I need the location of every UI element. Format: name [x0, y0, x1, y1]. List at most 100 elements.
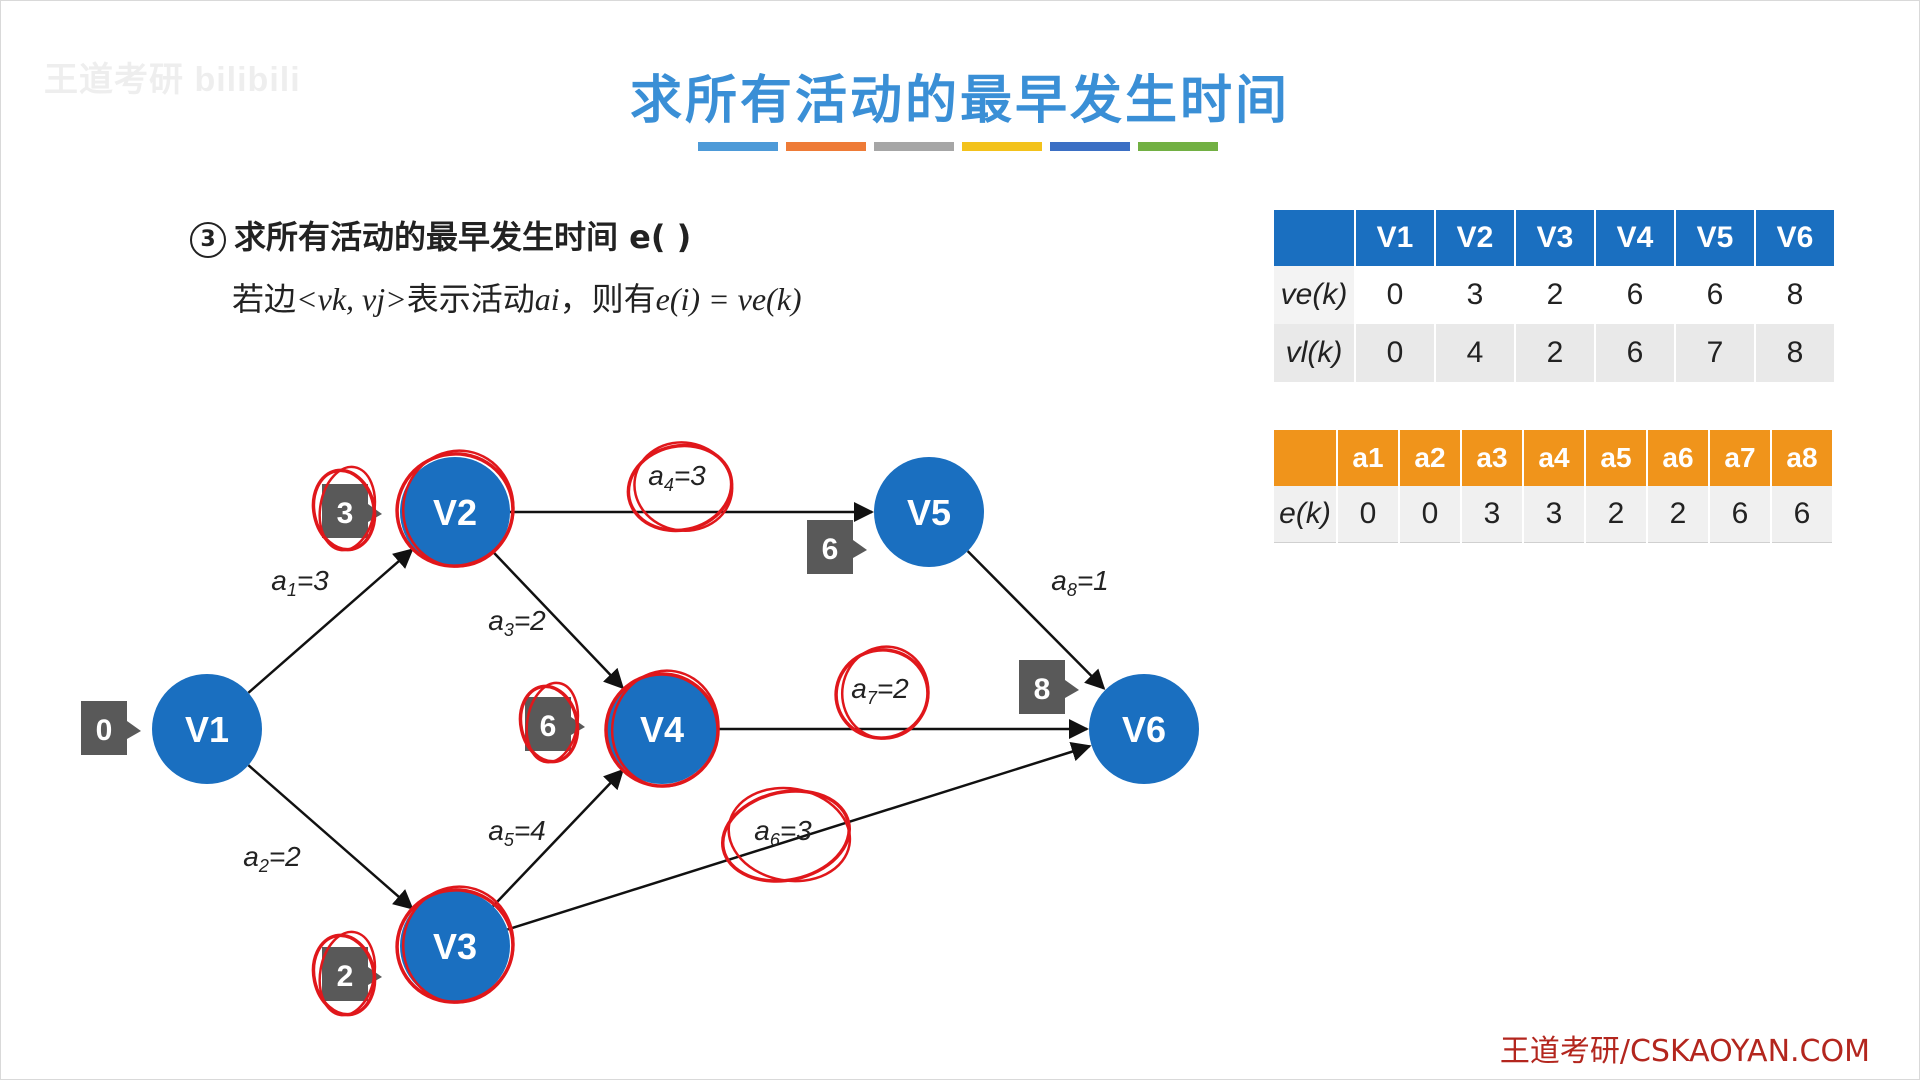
- edge-label-a1: a1=3: [271, 565, 329, 600]
- time-tag-V6: [1019, 660, 1065, 714]
- rule-statement: 若边<vk, vj>表示活动ai，则有e(i) = ve(k): [232, 274, 802, 320]
- ek-row-label: e(k): [1274, 486, 1338, 543]
- activity-col-header: a3: [1461, 430, 1524, 486]
- vertex-label: V1: [185, 709, 229, 750]
- rule-edge: <vk, vj>: [296, 281, 407, 317]
- color-bar-segment: [1050, 142, 1130, 151]
- rule-comma: ，: [559, 280, 592, 318]
- edge-a3: [492, 550, 625, 690]
- section-heading-text: 求所有活动的最早发生时间 e( ): [234, 218, 692, 256]
- vl-cell: 7: [1675, 324, 1756, 382]
- vertex-V5: [874, 457, 984, 567]
- vertex-label: V6: [1122, 709, 1166, 750]
- color-bar-segment: [874, 142, 954, 151]
- ek-cell: 2: [1585, 486, 1648, 543]
- time-tag-value: 2: [337, 960, 354, 993]
- time-tag-V1: [81, 701, 127, 755]
- title-color-bar: [698, 142, 1218, 151]
- ve-row-label: ve(k): [1274, 266, 1356, 324]
- color-bar-segment: [786, 142, 866, 151]
- vertex-V4: [607, 674, 717, 784]
- edge-a5: [492, 768, 625, 908]
- annotation-circle-v4-stroke2: [610, 669, 720, 788]
- annotation-circle-a7-stroke2: [840, 645, 930, 740]
- vertex-label: V2: [433, 492, 477, 533]
- time-tag-value: 0: [96, 714, 113, 747]
- annotation-circle-tag-v4-stroke2: [525, 681, 580, 764]
- ve-cell: 6: [1675, 266, 1756, 324]
- activity-table-corner: [1274, 430, 1338, 486]
- vertex-label: V3: [433, 926, 477, 967]
- activity-col-header: a4: [1523, 430, 1586, 486]
- time-tag-V5: [807, 520, 853, 574]
- vertex-time-table: V1 V2 V3 V4 V5 V6 ve(k) 0 3 2 6 6 8 vl(k…: [1274, 210, 1836, 382]
- annotation-circle-v2-stroke2: [401, 449, 515, 568]
- activity-col-header: a5: [1585, 430, 1648, 486]
- vertex-V1: [152, 674, 262, 784]
- time-tag-value: 3: [337, 497, 354, 530]
- vl-cell: 8: [1755, 324, 1836, 382]
- vl-row-label: vl(k): [1274, 324, 1356, 382]
- time-tag-value: 6: [822, 533, 839, 566]
- edge-label-a4: a4=3: [648, 460, 706, 495]
- vertex-label: V4: [640, 709, 684, 750]
- vl-cell: 2: [1515, 324, 1596, 382]
- vertex-col-header: V6: [1755, 210, 1836, 266]
- time-tag-V3: [322, 947, 368, 1001]
- ek-cell: 6: [1771, 486, 1834, 543]
- slide-title: 求所有活动的最早发生时间: [629, 71, 1290, 131]
- ek-cell: 0: [1337, 486, 1400, 543]
- time-tag-value: 6: [540, 710, 557, 743]
- ek-cell: 2: [1647, 486, 1710, 543]
- edge-label-a2: a2=2: [243, 841, 301, 876]
- rule-prefix: 若边: [232, 280, 297, 318]
- edge-a8: [966, 550, 1106, 690]
- vertex-col-header: V3: [1515, 210, 1596, 266]
- annotation-circle-a4-stroke2: [633, 441, 734, 532]
- time-tag-pointer: [1065, 680, 1079, 698]
- ek-cell: 6: [1709, 486, 1772, 543]
- edge-a2: [247, 764, 414, 910]
- ek-cell: 3: [1461, 486, 1524, 543]
- edge-label-a6: a6=3: [754, 815, 812, 850]
- ve-cell: 3: [1435, 266, 1516, 324]
- ve-cell: 8: [1755, 266, 1836, 324]
- color-bar-segment: [962, 142, 1042, 151]
- color-bar-segment: [698, 142, 778, 151]
- annotation-circle-a6: [720, 789, 852, 883]
- annotation-circle-tag-v2-stroke2: [318, 465, 377, 552]
- rule-middle: 表示活动: [406, 280, 535, 318]
- footer-brand: 王道考研/CSKAOYAN.COM: [1499, 1034, 1870, 1069]
- ve-cell: 6: [1595, 266, 1676, 324]
- vertex-table-corner: [1274, 210, 1356, 266]
- time-tag-pointer: [853, 540, 867, 558]
- ve-cell: 2: [1515, 266, 1596, 324]
- color-bar-segment: [1138, 142, 1218, 151]
- edge-a6: [507, 741, 1092, 931]
- activity-col-header: a2: [1399, 430, 1462, 486]
- time-tag-value: 8: [1034, 673, 1051, 706]
- time-tag-pointer: [127, 721, 141, 739]
- vertex-col-header: V4: [1595, 210, 1676, 266]
- vertex-col-header: V2: [1435, 210, 1516, 266]
- circled-number-badge: 3: [190, 222, 226, 258]
- vertex-label: V5: [907, 492, 951, 533]
- vl-cell: 4: [1435, 324, 1516, 382]
- edge-label-a5: a5=4: [488, 815, 546, 850]
- vl-cell: 6: [1595, 324, 1676, 382]
- annotation-circle-a6-stroke2: [727, 786, 852, 883]
- ve-cell: 0: [1355, 266, 1436, 324]
- time-tag-V2: [322, 484, 368, 538]
- time-tag-V4: [525, 697, 571, 751]
- annotation-circle-v3-stroke2: [401, 885, 515, 1004]
- vl-cell: 0: [1355, 324, 1436, 382]
- annotation-circle-tag-v3-stroke2: [318, 930, 377, 1017]
- vertex-col-header: V5: [1675, 210, 1756, 266]
- rule-then: 则有: [591, 280, 656, 318]
- activity-col-header: a6: [1647, 430, 1710, 486]
- ek-cell: 0: [1399, 486, 1462, 543]
- vertex-V6: [1089, 674, 1199, 784]
- vertex-col-header: V1: [1355, 210, 1436, 266]
